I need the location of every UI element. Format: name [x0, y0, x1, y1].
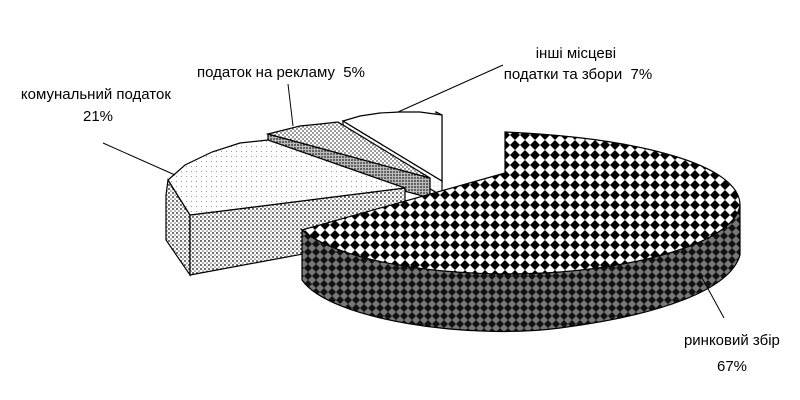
label-market-fee-name: ринковий збір: [684, 332, 780, 349]
label-advertising-tax: податок на рекламу 5%: [197, 64, 365, 81]
slice-communal-tax-top: [167, 139, 406, 216]
label-market-fee: ринковий збір 67%: [684, 332, 784, 375]
slice-communal-tax: [165, 139, 406, 277]
label-advertising-tax-text: податок на рекламу 5%: [197, 64, 365, 81]
slice-market-fee: [300, 131, 741, 333]
label-other-taxes-line1: інші місцеві: [536, 45, 616, 62]
leader-line-market-fee: [700, 275, 725, 319]
label-other-taxes-line2: податки та збори 7%: [504, 66, 652, 83]
slice-market-fee-top: [300, 131, 741, 275]
slice-other-taxes-top: [341, 111, 443, 183]
label-communal-tax-name: комунальний податок: [21, 86, 171, 103]
leader-line-communal-tax: [102, 142, 176, 176]
leader-line-other-taxes: [397, 64, 504, 113]
slice-advertising-tax-top: [265, 121, 431, 179]
label-communal-tax-value: 21%: [83, 108, 113, 125]
label-other-taxes: інші місцеві податки та збори 7%: [504, 45, 652, 83]
leader-line-advertising-tax: [287, 83, 294, 127]
label-market-fee-value: 67%: [717, 358, 747, 375]
label-communal-tax: комунальний податок 21%: [21, 86, 175, 125]
